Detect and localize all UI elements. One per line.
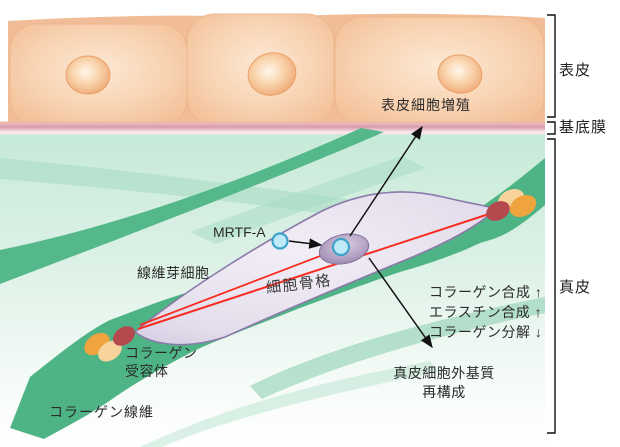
label-elastin-synthesis: エラスチン合成 ↑ (429, 304, 543, 321)
stress-fiber-1 (137, 212, 493, 330)
annotation-arrows (288, 125, 433, 349)
epidermis-cell-nucleus-1 (65, 55, 111, 95)
label-epidermis: 表皮 (559, 62, 592, 79)
effects-annotation: コラーゲン合成 ↑ エラスチン合成 ↑ コラーゲン分解 ↓ (429, 284, 542, 344)
label-basement-membrane: 基底膜 (559, 119, 608, 136)
collagen-band-upper (0, 128, 384, 284)
label-collagen-receptor-line2: 受容体 (125, 363, 169, 379)
label-collagen-degradation: コラーゲン分解 ↓ (429, 324, 543, 341)
epidermis-cell-nucleus-2 (247, 52, 297, 96)
basement-membrane-band (0, 121, 545, 135)
stress-fiber-2 (139, 247, 342, 326)
layer-brackets (547, 14, 556, 434)
arrow-mrtf-a-translocation (288, 238, 323, 249)
epidermis-layer (8, 13, 545, 127)
collagen-band-light-3 (250, 297, 545, 399)
collagen-receptor-right (486, 188, 537, 221)
label-mrtf-a: MRTF-A (213, 224, 266, 240)
collagen-band-light-4 (140, 361, 438, 447)
ecm-remodeling-annotation: 真皮細胞外基質 再構成 (386, 365, 502, 403)
label-fibroblast: 線維芽細胞 (137, 265, 210, 281)
label-dermis: 真皮 (559, 279, 592, 296)
collagen-receptor-left (84, 326, 135, 362)
mrtf-a-molecule-cytoplasm (271, 232, 289, 250)
bracket-basement-membrane (547, 121, 556, 135)
collagen-band-light-2 (190, 156, 426, 244)
label-collagen-receptor-line1: コラーゲン (125, 345, 198, 361)
bracket-epidermis (547, 14, 556, 118)
fibroblast (133, 191, 498, 346)
bracket-dermis (547, 138, 556, 434)
mrtf-a-molecule-nucleus (331, 237, 351, 257)
label-collagen-fiber: コラーゲン線維 (49, 404, 154, 420)
label-ecm-line1: 真皮細胞外基質 (393, 365, 495, 381)
label-collagen-synthesis: コラーゲン合成 ↑ (429, 284, 543, 300)
label-ecm-line2: 再構成 (422, 384, 466, 401)
arrow-to-epidermal-proliferation (349, 125, 423, 237)
arrow-to-ecm-remodeling (368, 257, 433, 349)
epidermis-cell-nucleus-3 (437, 54, 483, 94)
label-epidermal-proliferation: 表皮細胞増殖 (381, 97, 471, 113)
